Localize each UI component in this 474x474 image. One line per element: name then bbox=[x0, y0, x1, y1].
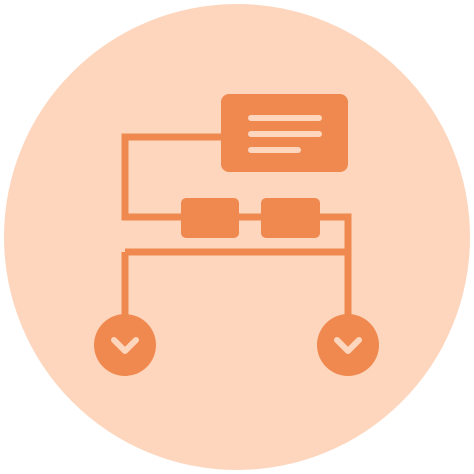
note-line-3 bbox=[248, 147, 301, 153]
connector-process-to-right bbox=[320, 213, 352, 252]
note-line-1 bbox=[248, 115, 322, 121]
connector-note-to-process bbox=[121, 133, 222, 221]
outcome-circle-right bbox=[317, 314, 379, 376]
chevron-down-icon bbox=[334, 337, 362, 354]
connector-lines bbox=[121, 133, 352, 318]
outcome-node-right bbox=[317, 314, 379, 376]
outcome-node-left bbox=[94, 314, 156, 376]
process-box-left bbox=[181, 198, 239, 238]
outcome-circle-left bbox=[94, 314, 156, 376]
process-box-right bbox=[261, 198, 320, 238]
note-card bbox=[221, 94, 348, 172]
chevron-down-icon bbox=[111, 337, 139, 354]
note-line-2 bbox=[248, 131, 322, 137]
